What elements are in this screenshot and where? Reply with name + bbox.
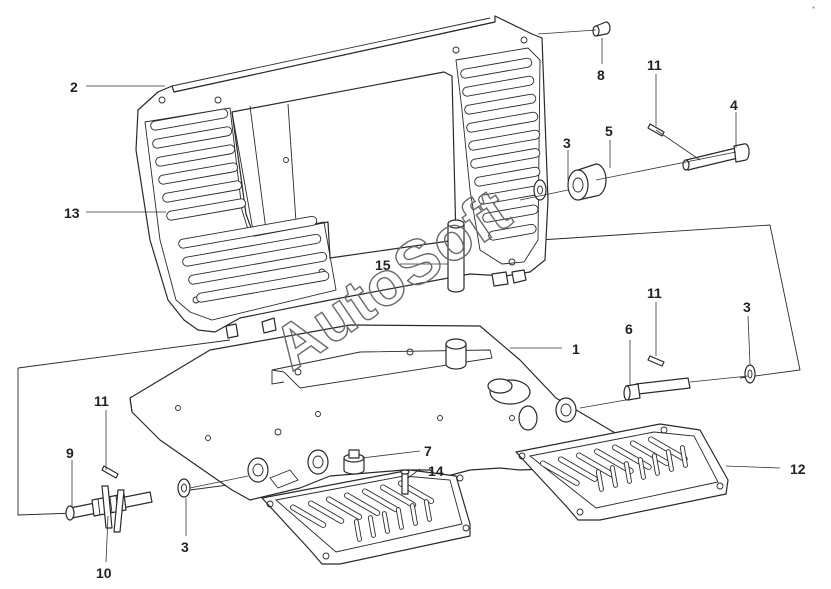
rear-grille-plate	[135, 15, 549, 339]
left-pedal-slots	[289, 480, 435, 542]
spring-pin	[65, 485, 153, 533]
callout-12: 12	[790, 461, 806, 477]
right-pedal-slots	[539, 436, 688, 492]
pivot-pin-bottom	[623, 377, 691, 401]
spacer-bushing	[445, 219, 467, 370]
callout-11-right: 11	[647, 285, 662, 301]
callout-10: 10	[96, 565, 112, 581]
callout-11-left: 11	[94, 393, 109, 409]
leader-lines	[71, 29, 781, 563]
callout-13: 13	[64, 205, 80, 221]
callout-7: 7	[424, 443, 432, 459]
bolt	[343, 449, 365, 475]
callout-11-top: 11	[647, 57, 662, 73]
callout-9: 9	[66, 445, 74, 461]
callout-labels: 2 13 8 11 4 5 3 15 1 11 6 3 12 7 14 11 9…	[64, 57, 806, 581]
callout-6: 6	[625, 321, 633, 337]
callout-3-top: 3	[563, 135, 571, 151]
callout-2: 2	[70, 79, 78, 95]
left-grille-slots	[150, 108, 330, 303]
pivot-pin-top	[682, 143, 750, 171]
callout-5: 5	[605, 123, 613, 139]
callout-1: 1	[572, 341, 580, 357]
left-pedal-pad	[261, 469, 471, 565]
right-grille-slots	[460, 57, 541, 241]
pedal-stud	[400, 469, 410, 495]
callout-8: 8	[597, 67, 605, 83]
roller	[567, 163, 607, 201]
callout-3-right: 3	[743, 299, 751, 315]
washers	[177, 179, 756, 498]
small-screw	[592, 21, 611, 37]
corner-mark: *	[812, 5, 815, 14]
right-pedal-pad	[515, 423, 729, 521]
callout-3-left: 3	[181, 539, 189, 555]
callout-4: 4	[730, 97, 738, 113]
callout-15: 15	[375, 257, 391, 273]
callout-14: 14	[428, 463, 444, 479]
